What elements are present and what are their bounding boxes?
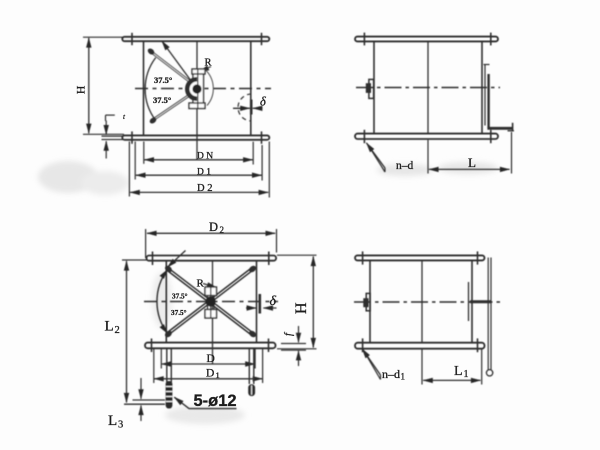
- svg-text:n–d: n–d: [396, 160, 414, 172]
- svg-text:D: D: [209, 220, 218, 234]
- svg-text:L: L: [108, 413, 117, 429]
- svg-text:2: 2: [115, 325, 120, 336]
- svg-text:1: 1: [464, 369, 469, 380]
- svg-text:H: H: [76, 86, 88, 94]
- svg-text:L: L: [454, 364, 463, 379]
- svg-text:D 2: D 2: [197, 183, 212, 194]
- svg-text:R: R: [205, 58, 212, 69]
- svg-text:L: L: [105, 319, 114, 335]
- svg-text:δ: δ: [270, 294, 277, 309]
- svg-text:D 1: D 1: [197, 168, 211, 178]
- svg-text:5-ø12: 5-ø12: [194, 392, 237, 410]
- svg-text:37.5°: 37.5°: [171, 309, 187, 317]
- svg-text:t: t: [123, 113, 126, 121]
- svg-text:1: 1: [401, 372, 406, 382]
- svg-text:D N: D N: [197, 152, 213, 162]
- svg-text:37.5°: 37.5°: [172, 293, 188, 301]
- svg-text:2: 2: [220, 225, 225, 235]
- svg-text:δ: δ: [260, 95, 266, 109]
- svg-text:37.5°: 37.5°: [154, 75, 172, 85]
- svg-text:L: L: [468, 155, 476, 170]
- svg-text:R: R: [197, 278, 205, 290]
- svg-text:37.5°: 37.5°: [153, 95, 171, 105]
- svg-text:1: 1: [216, 370, 220, 380]
- svg-text:H: H: [293, 302, 310, 314]
- svg-text:D: D: [206, 368, 214, 380]
- svg-text:n–d: n–d: [382, 367, 400, 381]
- svg-text:f: f: [284, 331, 295, 336]
- svg-text:3: 3: [118, 420, 123, 431]
- svg-text:D: D: [207, 353, 215, 365]
